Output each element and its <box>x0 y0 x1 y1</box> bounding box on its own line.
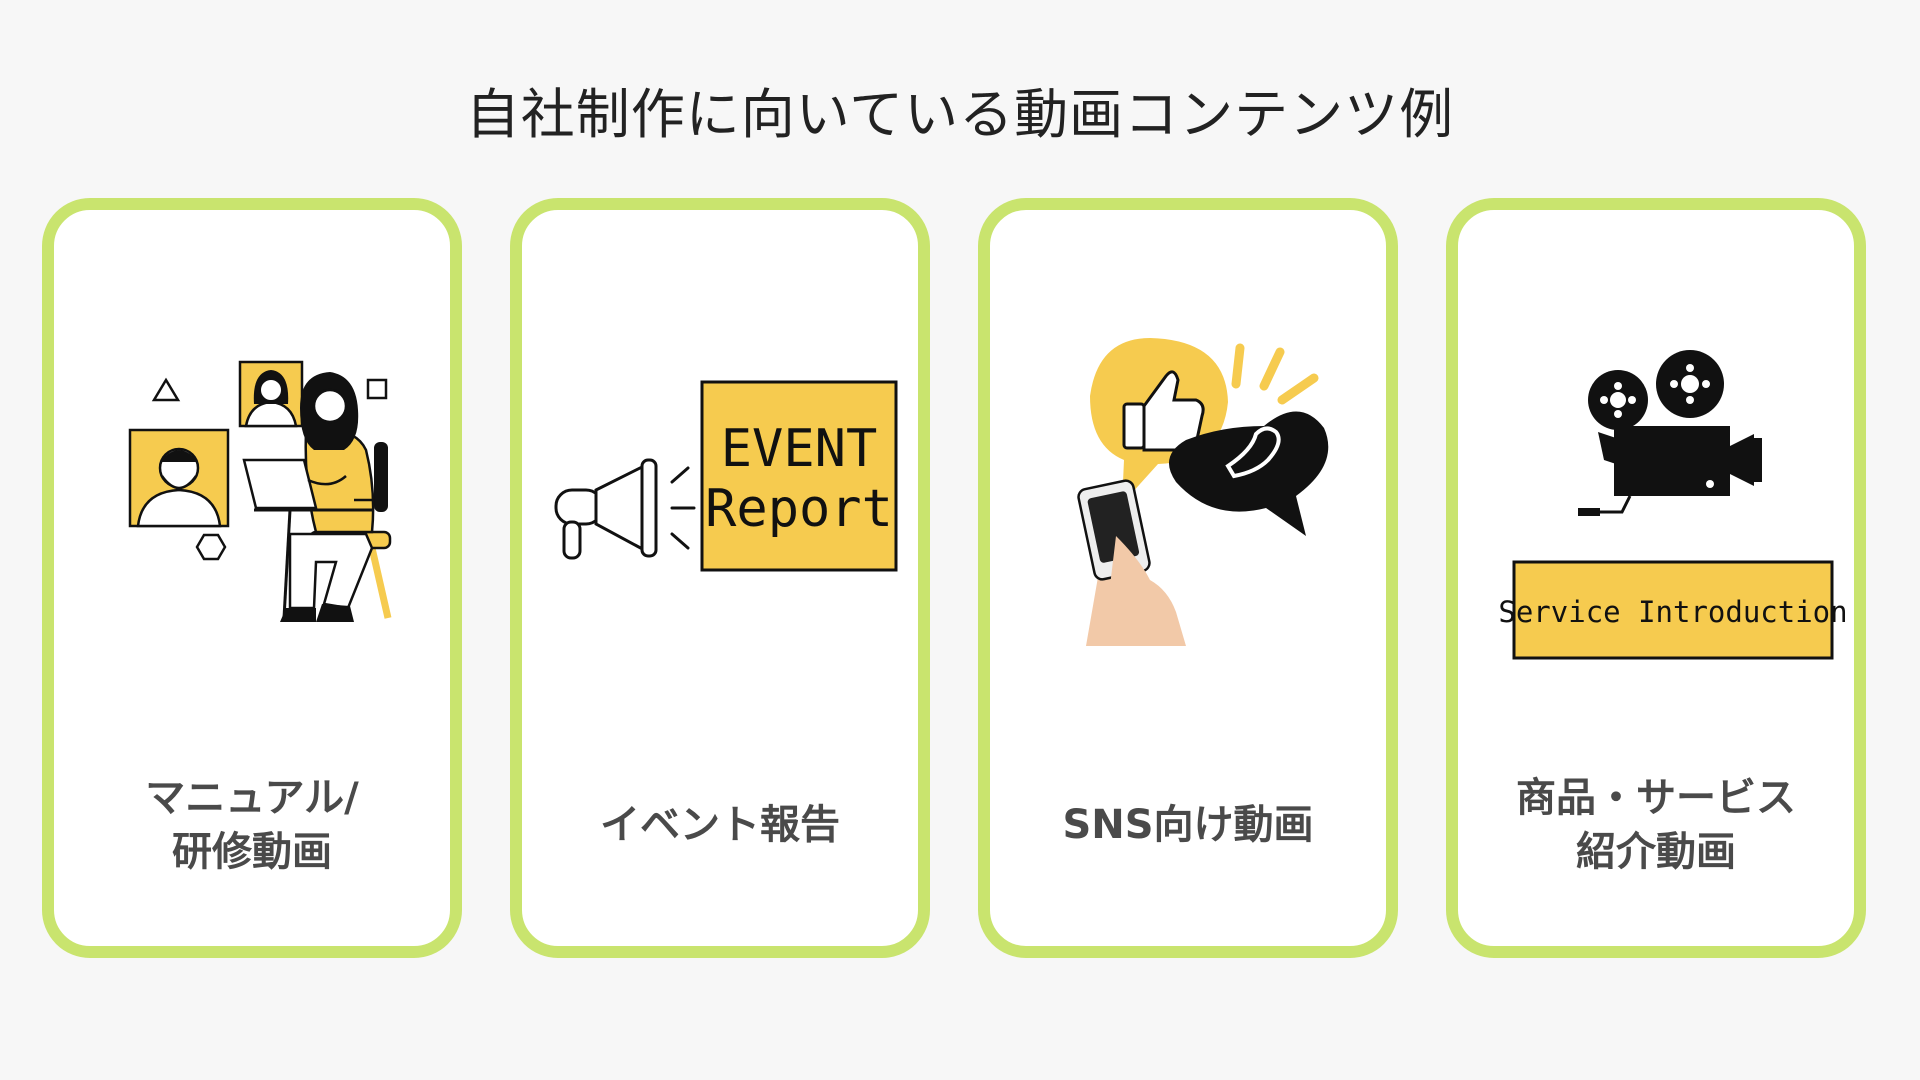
service-sign-text: Service Introduction <box>1498 595 1847 629</box>
film-camera-icon <box>1578 350 1762 516</box>
hexagon-shape <box>195 533 227 561</box>
card-event-report: EVENT Report イベント報告 <box>510 198 930 958</box>
page-title: 自社制作に向いている動画コンテンツ例 <box>465 83 1455 146</box>
event-sign-line1: EVENT <box>721 419 878 479</box>
laptop-icon <box>242 458 318 510</box>
megaphone-icon <box>554 458 696 560</box>
social-like-illustration <box>1077 338 1329 646</box>
card-product-service: Service Introduction 商品・サービス 紹介動画 <box>1446 198 1866 958</box>
event-sign <box>700 380 898 572</box>
card-label: イベント報告 <box>600 802 840 848</box>
service-sign <box>1512 560 1834 660</box>
square-shape <box>366 378 388 400</box>
megaphone-event-illustration: EVENT Report <box>554 380 898 572</box>
card-manual-training: マニュアル/ 研修動画 <box>42 198 462 958</box>
card-sns-video: SNS向け動画 <box>978 198 1398 958</box>
thumbs-up-icon <box>1122 370 1205 452</box>
card-label: SNS向け動画 <box>1062 802 1314 848</box>
card-label: マニュアル/ 研修動画 <box>145 775 359 875</box>
event-sign-line2: Report <box>705 479 893 539</box>
card-label: 商品・サービス 紹介動画 <box>1516 775 1796 875</box>
remote-work-illustration <box>128 360 392 622</box>
phone-in-hand-icon <box>1077 479 1186 646</box>
film-camera-illustration: Service Introduction <box>1498 350 1848 660</box>
triangle-shape <box>151 377 181 402</box>
